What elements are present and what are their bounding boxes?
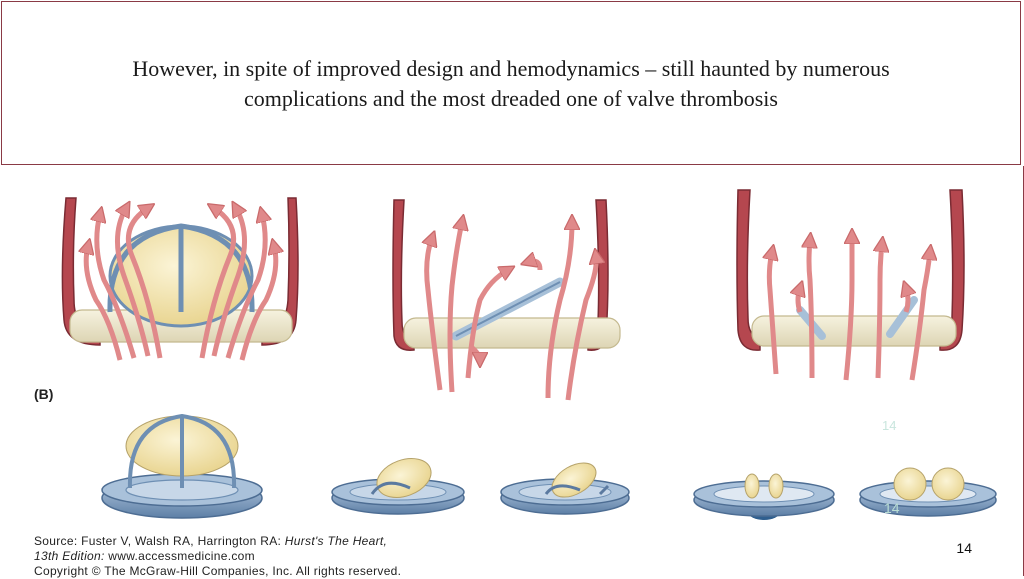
tilting-disc-valve-closed [501, 456, 629, 514]
bileaflet-valve-open [694, 474, 834, 520]
ghost-page-number-faint: 14 [882, 418, 896, 433]
caption-edition: 13th Edition: [34, 549, 105, 563]
sewing-ring [752, 316, 956, 346]
panel-label: (B) [34, 386, 53, 402]
ghost-page-number: 14 [884, 500, 900, 516]
page-number: 14 [956, 540, 972, 556]
caption-source: Source: Fuster V, Walsh RA, Harrington R… [34, 534, 285, 548]
caption-book-title: Hurst's The Heart, [285, 534, 387, 548]
caption-line-2: 13th Edition: www.accessmedicine.com [34, 549, 401, 564]
bileaflet-valve-closed [860, 468, 996, 516]
ball-cage-valve [102, 416, 262, 518]
caption-website: www.accessmedicine.com [105, 549, 255, 563]
flow-arrows [769, 236, 930, 380]
tilting-disc-valve-flow [393, 200, 620, 400]
ball-cage-valve-flow [62, 198, 298, 360]
caption-copyright: Copyright © The McGraw-Hill Companies, I… [34, 564, 401, 579]
tilting-disc-valve-open [332, 452, 464, 514]
caption-line-1: Source: Fuster V, Walsh RA, Harrington R… [34, 534, 401, 549]
figure-source-caption: Source: Fuster V, Walsh RA, Harrington R… [34, 534, 401, 579]
bileaflet-valve-flow [737, 190, 964, 380]
